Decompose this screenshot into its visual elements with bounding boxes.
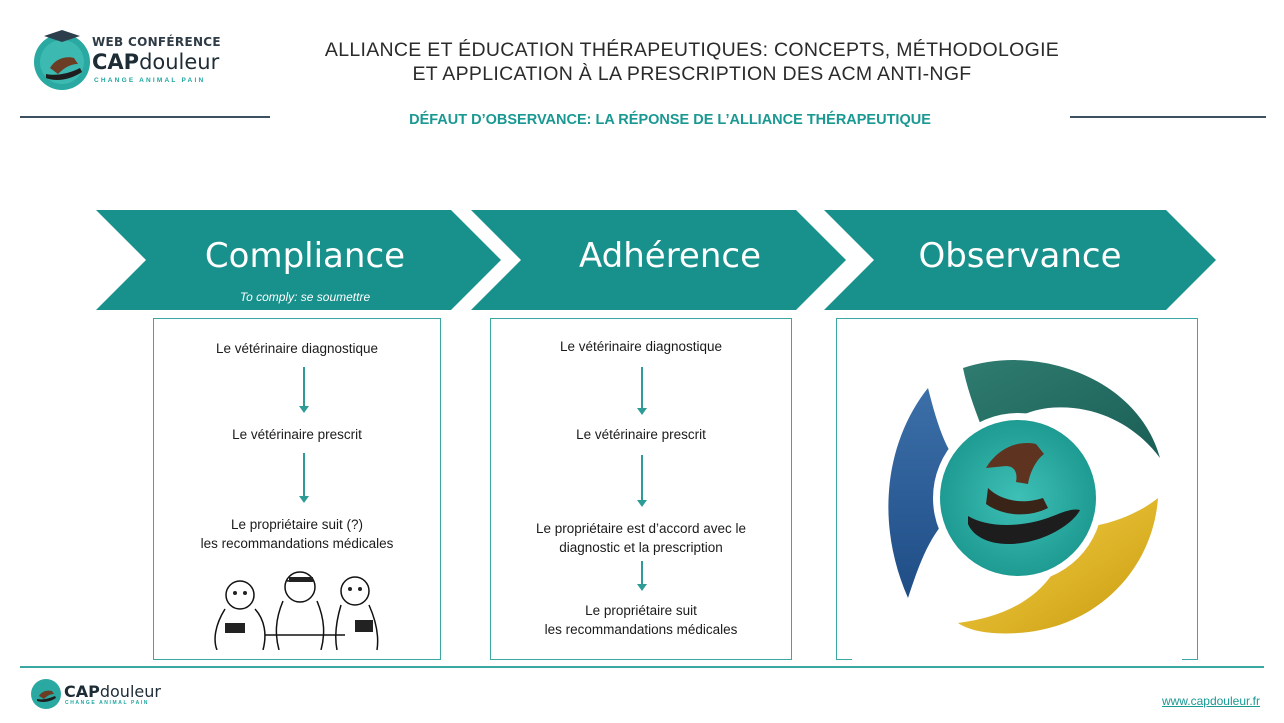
arrow-down-icon <box>637 455 647 507</box>
adherence-box: Le vétérinaire diagnostique Le vétérinai… <box>490 318 792 660</box>
observance-box-bottom-gap <box>852 656 1182 662</box>
compliance-step-follow: Le propriétaire suit (?) les recommandat… <box>200 517 394 551</box>
footer-brand-tagline: CHANGE ANIMAL PAIN <box>65 700 149 706</box>
arrow-down-icon <box>637 561 647 591</box>
header-divider-left <box>20 116 270 118</box>
compliance-step-diagnose: Le vétérinaire diagnostique <box>215 341 379 356</box>
brand-tagline: CHANGE ANIMAL PAIN <box>94 77 206 84</box>
website-link[interactable]: www.capdouleur.fr <box>1161 694 1260 708</box>
chevron-adherence <box>471 210 846 310</box>
brand-web-label: WEB CONFÉRENCE <box>92 35 221 49</box>
adherence-step-prescribe: Le vétérinaire prescrit <box>576 427 706 442</box>
footer-divider <box>20 666 1264 668</box>
adherence-step-diagnose: Le vétérinaire diagnostique <box>559 339 723 354</box>
brand-name: CAPdouleur <box>92 50 220 74</box>
arrow-down-icon <box>299 453 309 503</box>
compliance-step-prescribe: Le vétérinaire prescrit <box>232 427 362 442</box>
page-title: ALLIANCE ET ÉDUCATION THÉRAPEUTIQUES: CO… <box>324 39 1060 85</box>
arrow-down-icon <box>637 367 647 415</box>
section-subtitle: DÉFAUT D’OBSERVANCE: LA RÉPONSE DE L’ALL… <box>409 112 931 128</box>
arrow-down-icon <box>299 367 309 413</box>
adherence-step-follow: Le propriétaire suit les recommandations… <box>544 603 738 637</box>
capdouleur-logo-small <box>31 679 61 709</box>
header-divider-right <box>1070 116 1266 118</box>
process-chevrons <box>96 210 1216 310</box>
capdouleur-logo <box>34 30 90 90</box>
footer-brand-name: CAPdouleur <box>64 682 161 701</box>
adherence-step-agree: Le propriétaire est d’accord avec le dia… <box>535 521 747 555</box>
chevron-label-adherence: Adhérence <box>578 236 762 276</box>
chevron-label-compliance: Compliance <box>204 236 406 276</box>
cartoon-illustration <box>205 565 405 650</box>
chevron-compliance <box>96 210 501 310</box>
chevron-observance <box>824 210 1216 310</box>
hands-emblem <box>888 360 1160 634</box>
chevron-label-observance: Observance <box>918 236 1122 276</box>
chevron-sublabel-compliance: To comply: se soumettre <box>239 290 371 304</box>
